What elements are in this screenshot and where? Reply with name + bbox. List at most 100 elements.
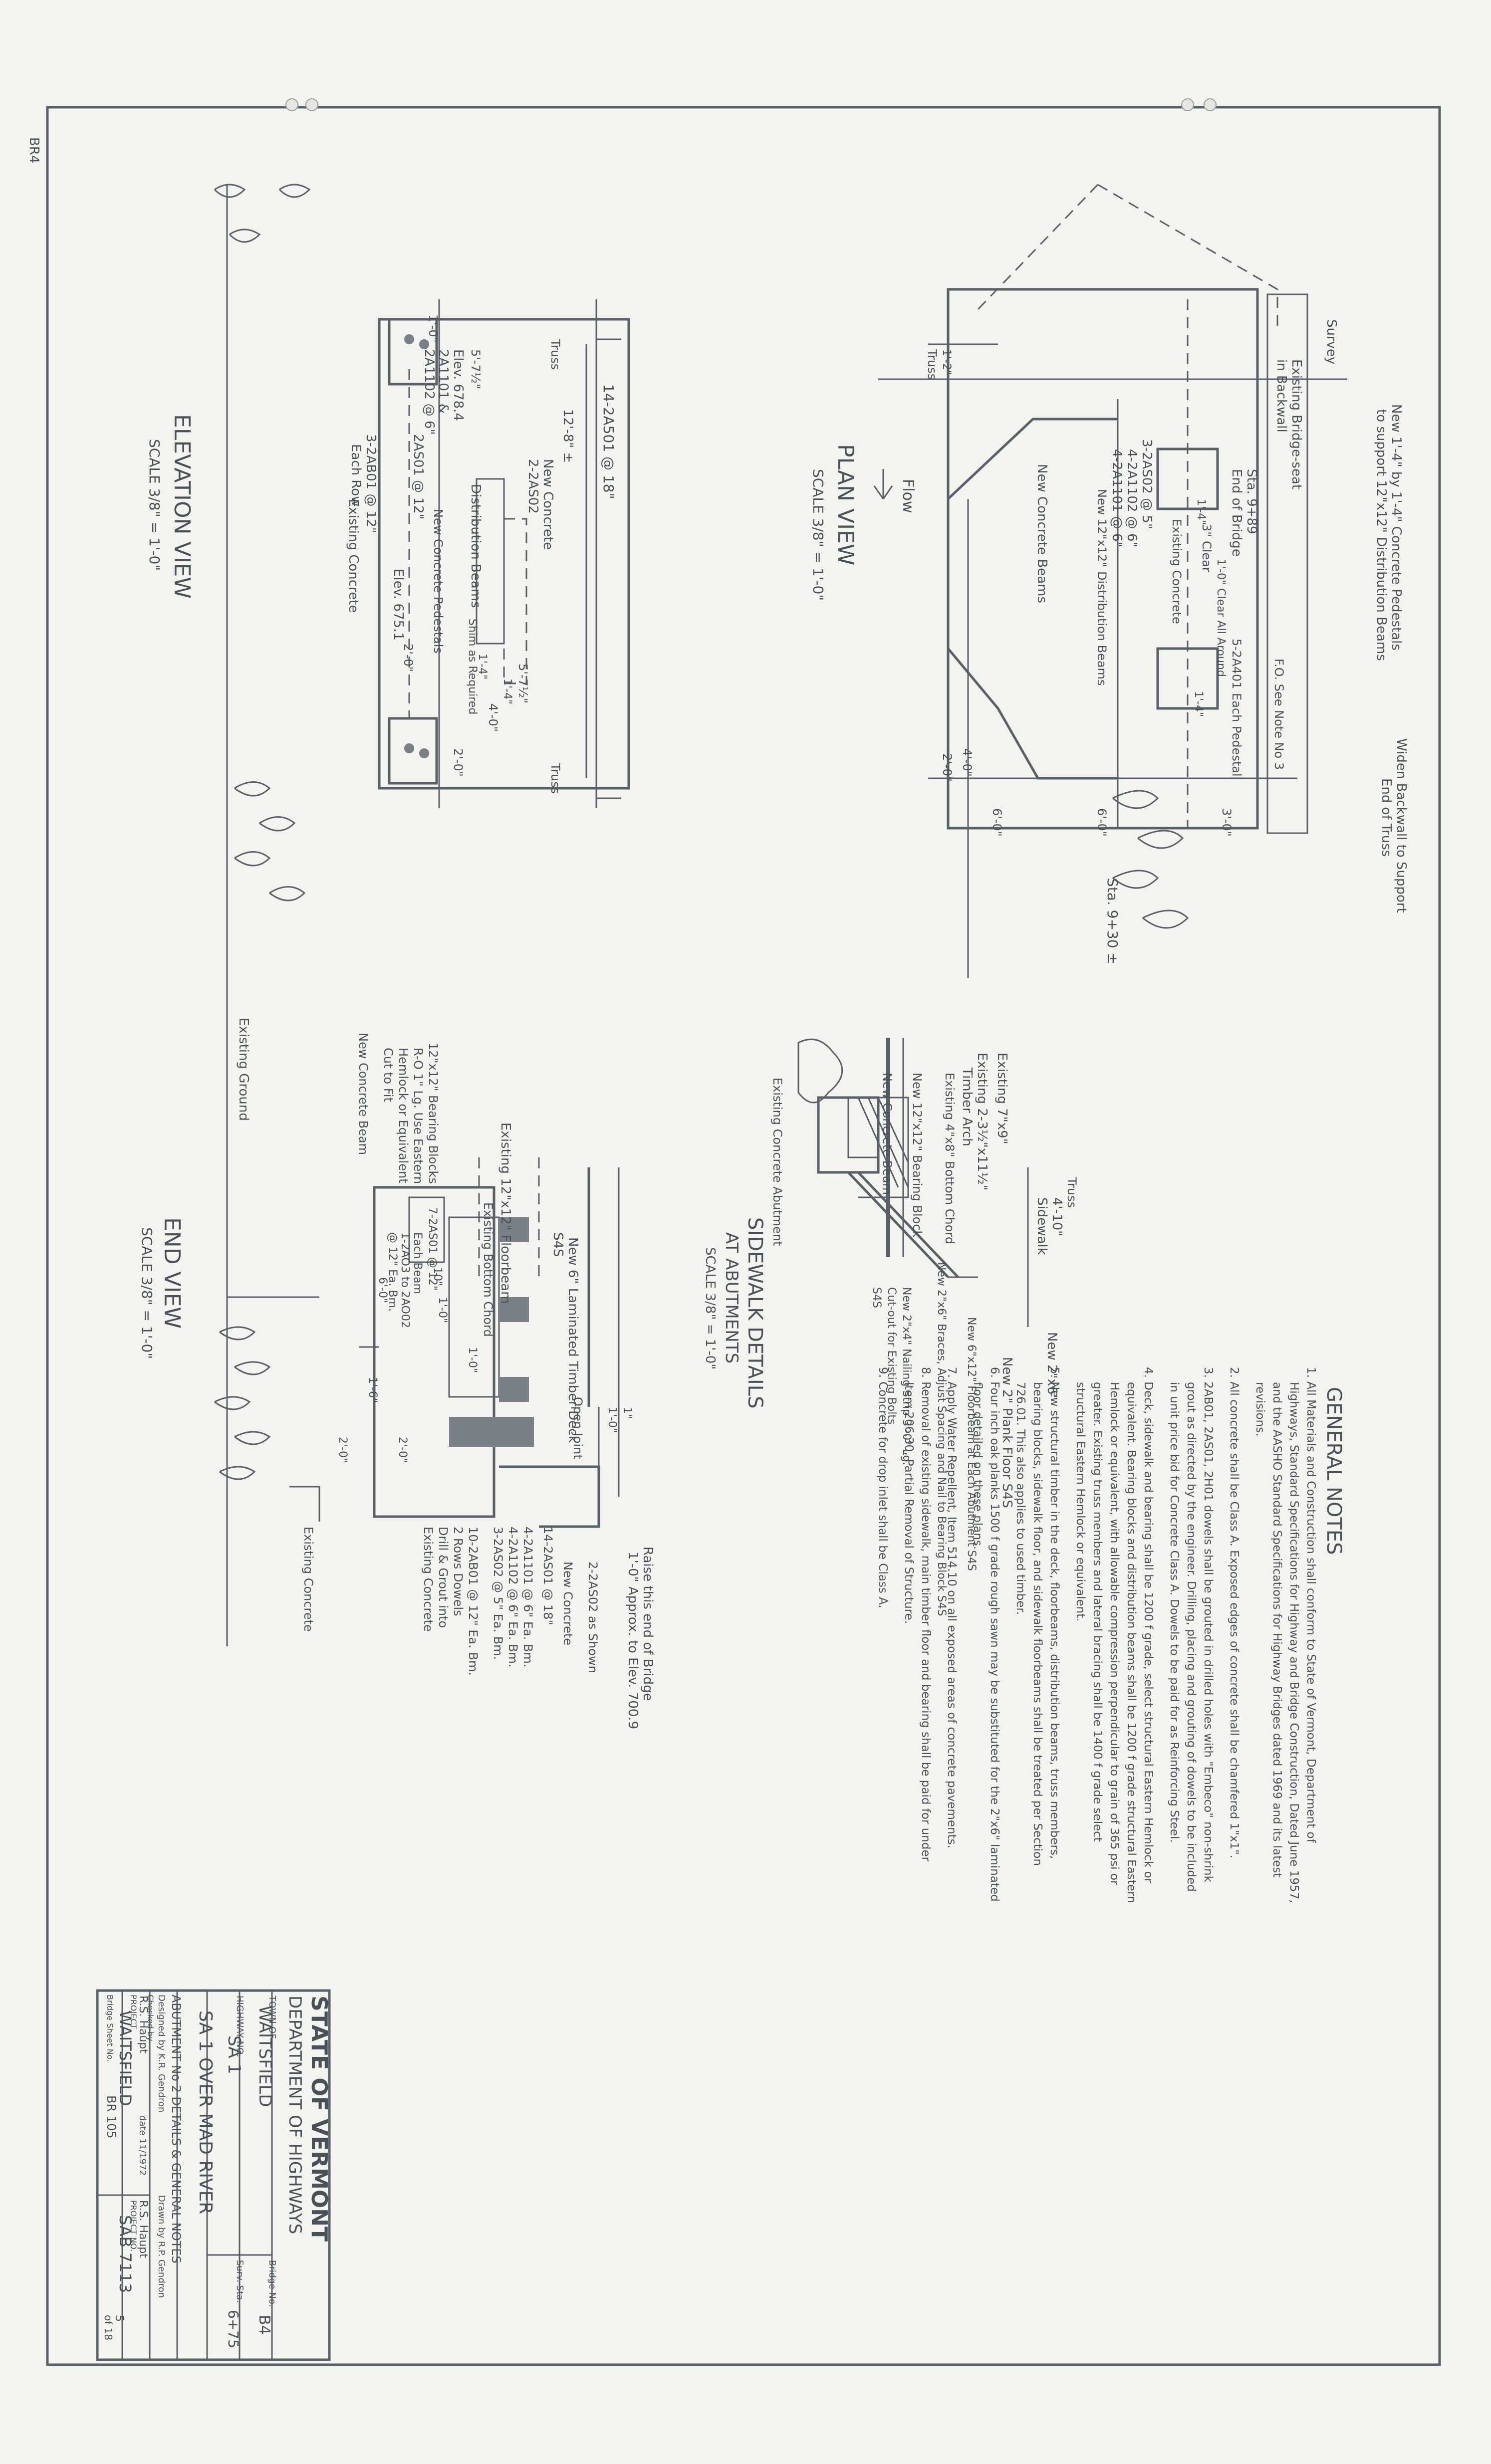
rebar — [404, 743, 414, 753]
end-callout: 10-2AB01 @ 12" Ea. Bm. — [466, 1527, 480, 1676]
plan-callout: Survey — [1324, 319, 1339, 364]
existing-concrete — [289, 1486, 320, 1522]
tb-sheet-desc: ABUTMENT No 2 DETAILS & GENERAL NOTES — [169, 1995, 183, 2263]
backwall — [1266, 293, 1308, 834]
notes-title: GENERAL NOTES — [1322, 1387, 1345, 1555]
plan-callout: Widen Backwall to Support — [1394, 738, 1409, 913]
plan-dim: 6'-0" — [1095, 808, 1109, 837]
general-note-line: 7. Apply Water Repellent, Item 514.10 on… — [945, 1367, 958, 1848]
general-notes: GENERAL NOTES — [1322, 1387, 1345, 1555]
elev-callout: New Concrete — [540, 459, 555, 550]
tb-date: date 11/1972 — [137, 2115, 148, 2176]
plan-dim: 1'-4" — [1195, 499, 1207, 525]
plan-callout: 5-2A401 Each Pedestal — [1230, 639, 1243, 777]
general-note-line: 8. Removal of existing sidewalk, main ti… — [919, 1367, 932, 1862]
general-note-line: revisions. — [1253, 1382, 1266, 1436]
sidewalk-title: SIDEWALK DETAILS — [744, 1217, 766, 1408]
sidewalk-callout: New 2"x6" — [1044, 1332, 1059, 1400]
plan-dim: 4'-0" — [960, 748, 974, 777]
road-outline — [977, 184, 1278, 329]
tb-department: DEPARTMENT OF HIGHWAYS — [285, 1996, 305, 2234]
sidewalk-callout: Truss — [1065, 1177, 1079, 1208]
plan-callout: New Concrete Beams — [1034, 464, 1049, 603]
end-dim: 1'-6" — [366, 1377, 379, 1403]
elev-dim: 2'-0" — [451, 748, 465, 777]
pedestal — [388, 717, 438, 785]
end-callout: 4-2A1102 @ 6" Ea. Bm. — [506, 1527, 520, 1668]
pin-hole — [285, 98, 298, 111]
end-callout: New Concrete Beam — [356, 1033, 370, 1155]
sidewalk-scale: SCALE 3/8" = 1'-0" — [703, 1247, 718, 1369]
shim — [499, 1217, 529, 1242]
end-callout: New 6" Laminated Timber Deck — [565, 1237, 580, 1443]
sidewalk-subtitle: AT ABUTMENTS — [722, 1232, 742, 1363]
end-view: New 6" Laminated Timber Deck S4S Open Jo… — [139, 1018, 655, 1729]
end-dim: 1'-0" — [436, 1297, 449, 1323]
elev-callout: Each Row — [348, 444, 363, 506]
sidewalk-callout: Timber Arch — [960, 1067, 975, 1146]
end-callout: 14-2AS01 @ 18" — [541, 1527, 555, 1625]
tb-approved: R.S. Haupt — [137, 2200, 149, 2258]
general-note-line: 6. Four inch oak planks 1500 f grade rou… — [988, 1367, 1001, 1902]
end-callout: Existing Bottom Chord — [481, 1202, 495, 1337]
end-callout: 2-2AS02 as Shown — [586, 1562, 600, 1673]
elev-callout: 2-2AS02 — [525, 459, 540, 514]
plan-callout: Existing Bridge-seat — [1289, 359, 1304, 489]
sheet-mark: BR4 — [26, 137, 41, 163]
plan-callout: Sta. 9+89 — [1244, 469, 1259, 534]
general-note-line: Highways, Standard Specifications for Hi… — [1287, 1382, 1300, 1903]
abutment-outline — [947, 288, 1259, 830]
tb-highway-label: HIGHWAY NO. — [235, 1996, 245, 2057]
sidewalk-callout: Sidewalk — [1034, 1197, 1049, 1255]
sidewalk-callout: New 6"x12" Floorbeam at Each Abutment S4… — [965, 1317, 978, 1571]
plan-scale: SCALE 3/8" = 1'-0" — [810, 469, 826, 601]
end-callout: Existing Concrete — [301, 1527, 315, 1632]
general-note-line: Item 206.30, Partial Removal of Structur… — [902, 1382, 915, 1624]
plan-callout: to support 12"x12" Distribution Beams — [1374, 409, 1389, 661]
elev-callout: Shim as Required — [466, 619, 479, 714]
elevation-title: ELEVATION VIEW — [169, 414, 195, 599]
distribution-beam — [503, 518, 527, 684]
pin-hole — [1204, 98, 1217, 111]
elev-callout: Truss — [548, 763, 562, 794]
general-note-line: Hemlock or equivalent, with allowable co… — [1108, 1382, 1121, 1885]
general-note-line: equivalent. Bearing blocks and distribut… — [1125, 1382, 1138, 1903]
general-note-line: 3. 2AB01, 2AS01, 2H01 dowels shall be gr… — [1202, 1367, 1215, 1883]
stone-fill — [234, 781, 306, 901]
end-callout: Existing Ground — [236, 1018, 251, 1121]
end-dim: 6'-0" — [376, 1277, 389, 1303]
flow-arrow — [873, 469, 893, 499]
tb-sheet-no-label: Bridge Sheet No. — [105, 1995, 115, 2062]
sidewalk-callout: Existing 2-3½"x11½" — [975, 1053, 990, 1191]
plan-dim: 1'-4" — [1192, 691, 1205, 717]
end-callout: Raise this end of Bridge — [640, 1547, 655, 1701]
shim — [499, 1297, 529, 1322]
sidewalk-callout: Existing 7"x9" — [994, 1053, 1009, 1144]
plan-callout: 1'-0" Clear All Around — [1215, 559, 1227, 677]
tb-project-no-label: PROJECT NO. — [129, 2200, 138, 2251]
elevation-view: 14-2A501 @ 18" 12'-8" ± New Concrete 2-2… — [146, 184, 630, 1646]
end-callout: Hemlock or Equivalent — [396, 1048, 410, 1183]
rebar — [419, 748, 429, 758]
end-callout: 4-2A1101 @ 6" Ea. Bm. — [521, 1527, 535, 1668]
end-callout: New Concrete — [561, 1562, 575, 1645]
end-view-title: END VIEW — [159, 1217, 185, 1329]
end-dim: 1" — [621, 1407, 633, 1419]
elev-dim: 4'-0" — [486, 703, 500, 732]
title-block-frame — [96, 1989, 331, 2361]
end-callout: 1-2AO3 to 2AO02 — [399, 1232, 411, 1328]
general-note-line: and the AASHO Standard Specifications fo… — [1270, 1382, 1283, 1877]
concrete-beam — [373, 1186, 496, 1518]
tb-drawn-by: Drawn by R.P. Gendron — [156, 2195, 167, 2298]
end-callout: Open Joint — [571, 1397, 585, 1459]
sidewalk-callout: 4'-10" — [1049, 1197, 1064, 1236]
pin-hole — [1181, 98, 1194, 111]
title-block: STATE OF VERMONT DEPARTMENT OF HIGHWAYS … — [96, 1989, 332, 2361]
elev-dim: 1'-0" — [426, 314, 440, 343]
sidewalk-callout: New 2"x4" Nailing Strip 3'-0" Lg. — [900, 1287, 913, 1465]
elev-callout: 2AS01 @ 12" — [411, 434, 426, 520]
general-note-line: in unit price bid for Concrete Class A. … — [1168, 1382, 1181, 1843]
general-note-line: 4. Deck, sidewalk and bearing shall be 1… — [1142, 1367, 1155, 1883]
tb-sheet: 5 — [113, 2315, 125, 2322]
end-view-scale: SCALE 3/8" = 1'-0" — [139, 1227, 155, 1359]
